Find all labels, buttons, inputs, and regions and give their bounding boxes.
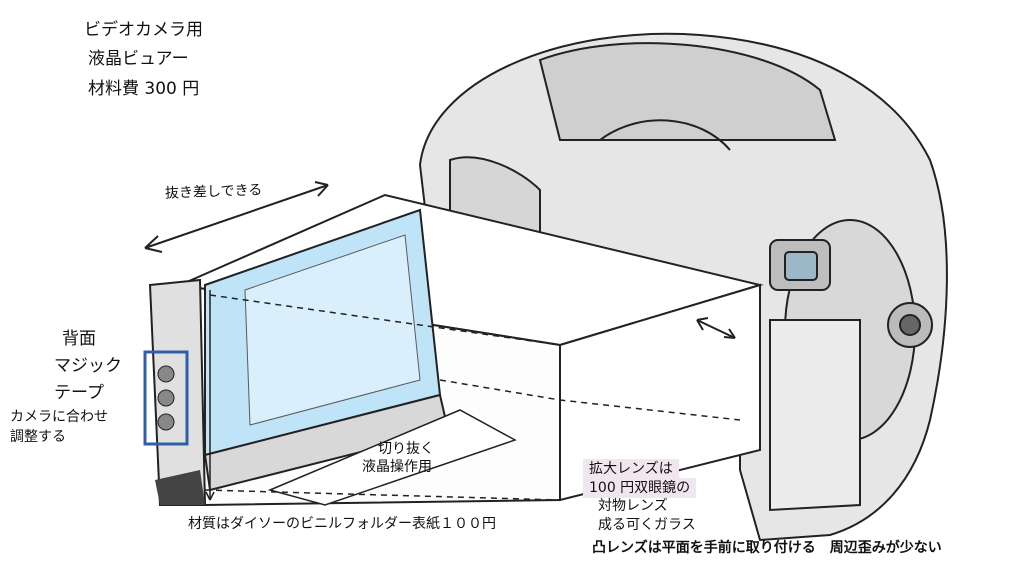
cutout-note-line-1: 切り抜く xyxy=(378,441,434,457)
title-line-2: 液晶ビュアー xyxy=(88,49,189,69)
adjust-note-line-2: 調整する xyxy=(10,429,66,445)
convex-note: 凸レンズは平面を手前に取り付ける 周辺歪みが少ない xyxy=(592,540,942,556)
guide-lines xyxy=(204,294,741,501)
lens-note-line-4: 成る可くガラス xyxy=(598,517,696,533)
back-note-line-2: マジック xyxy=(54,356,122,376)
lcd-screen xyxy=(203,208,450,492)
slide-arrow xyxy=(144,181,329,253)
material-note: 材質はダイソーのビニルフォルダー表紙１００円 xyxy=(188,516,496,532)
title-line-1: ビデオカメラ用 xyxy=(84,20,203,40)
magic-tape xyxy=(143,350,189,446)
cutout-shape xyxy=(267,409,517,506)
lens-note-line-3: 対物レンズ xyxy=(598,498,668,514)
lens-note-line-2: 100 円双眼鏡の xyxy=(583,478,697,499)
depth-arrow xyxy=(205,290,215,501)
title-line-3: 材料費 300 円 xyxy=(88,79,200,99)
adjust-arrow xyxy=(696,317,736,339)
back-plate xyxy=(143,278,207,506)
slide-note: 抜き差しできる xyxy=(164,182,263,202)
lens-note-line-1: 拡大レンズは xyxy=(583,459,679,480)
back-note-line-1: 背面 xyxy=(62,329,96,349)
back-note-line-3: テープ xyxy=(54,383,104,403)
adjust-note-line-1: カメラに合わせ xyxy=(10,409,108,425)
cutout-note-line-2: 液晶操作用 xyxy=(362,459,432,475)
